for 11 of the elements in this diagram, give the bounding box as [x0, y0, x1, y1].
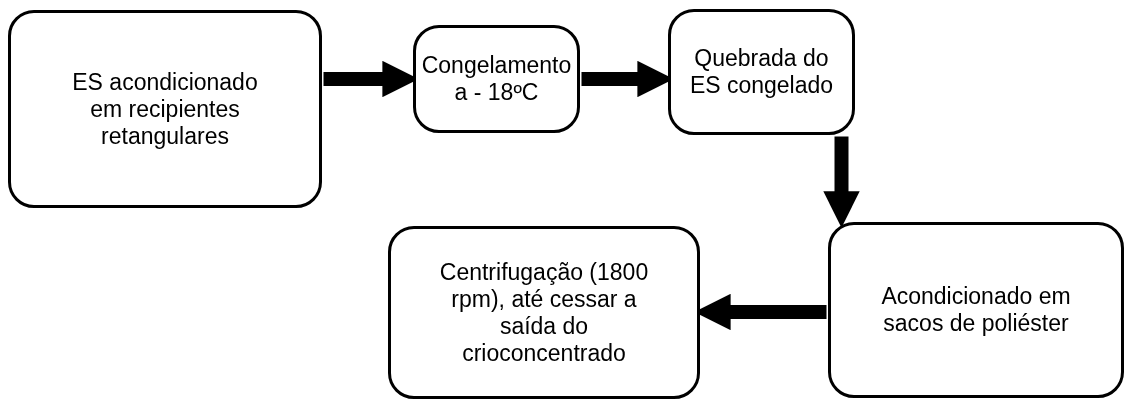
- process-box: [413, 25, 580, 133]
- block-arrow: [823, 136, 860, 228]
- step-text: Acondicionado em sacos de poliéster: [881, 283, 1071, 337]
- step-text: Congelamento a - 18ºC: [421, 52, 572, 106]
- step-text: Centrifugação (1800 rpm), até cessar a saída do crioconcentrado: [438, 258, 650, 367]
- step-text: Quebrada do ES congelado: [688, 45, 835, 99]
- process-box: [668, 9, 855, 135]
- process-box: [828, 222, 1124, 398]
- process-box: [8, 10, 322, 208]
- step-text: ES acondicionado em recipientes retangulares: [71, 68, 259, 150]
- process-box: [388, 226, 700, 399]
